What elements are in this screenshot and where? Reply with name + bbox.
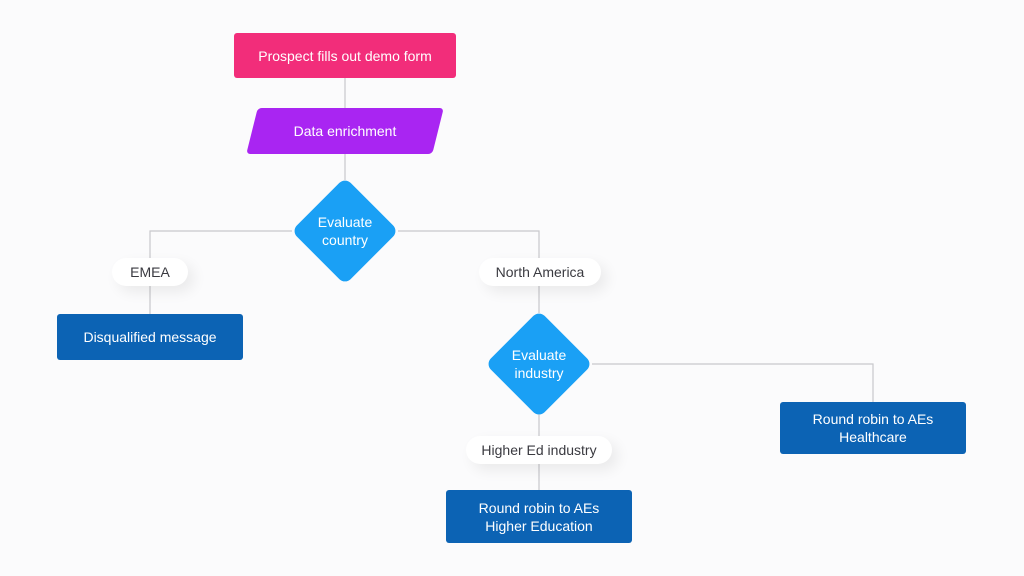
prospect-demo-form-node: Prospect fills out demo form — [234, 33, 456, 78]
branch-label-north-america-text: North America — [495, 264, 585, 280]
prospect-demo-form-label: Prospect fills out demo form — [258, 47, 432, 64]
connector-country-to-emea — [149, 230, 292, 318]
evaluate-country-node: Evaluate country — [291, 177, 399, 285]
branch-label-higher-ed-industry: Higher Ed industry — [466, 436, 612, 464]
round-robin-higher-education-node: Round robin to AEs Higher Education — [446, 490, 632, 543]
data-enrichment-node: Data enrichment — [246, 108, 444, 154]
evaluate-industry-node: Evaluate industry — [485, 310, 593, 418]
data-enrichment-label: Data enrichment — [293, 123, 397, 139]
disqualified-message-label: Disqualified message — [83, 329, 217, 345]
round-robin-healthcare-label: Round robin to AEs Healthcare — [812, 411, 934, 445]
round-robin-healthcare-node: Round robin to AEs Healthcare — [780, 402, 966, 454]
evaluate-industry-label: Evaluate industry — [511, 347, 567, 381]
branch-label-emea-text: EMEA — [130, 264, 170, 280]
round-robin-higher-education-label: Round robin to AEs Higher Education — [478, 499, 600, 534]
branch-label-higher-ed-industry-text: Higher Ed industry — [481, 442, 597, 458]
branch-label-emea: EMEA — [112, 258, 188, 286]
disqualified-message-node: Disqualified message — [57, 314, 243, 360]
branch-label-north-america: North America — [479, 258, 601, 286]
evaluate-country-label: Evaluate country — [317, 214, 373, 248]
connector-industry-to-healthcare — [592, 363, 874, 404]
